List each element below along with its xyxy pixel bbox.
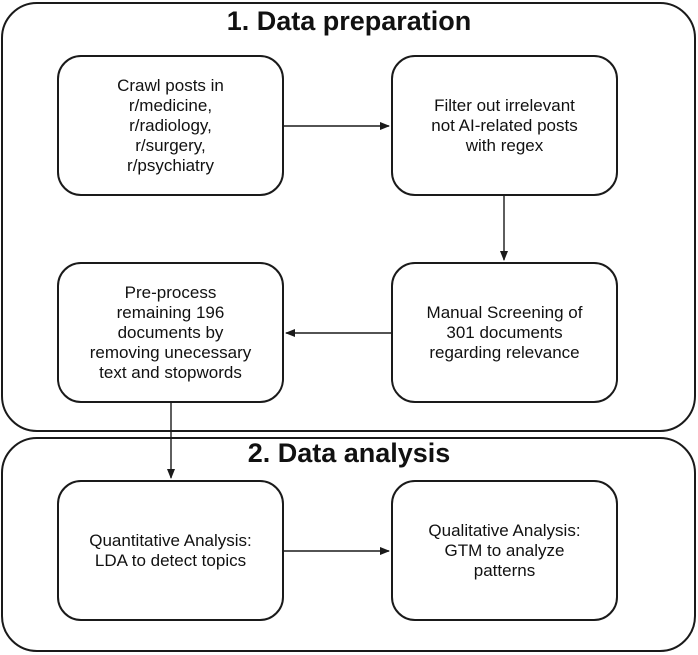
data-analysis-title: 2. Data analysis [247, 438, 451, 468]
filter-posts-step: Filter out irrelevant not AI-related pos… [391, 55, 618, 196]
crawl-posts-step: Crawl posts in r/medicine, r/radiology, … [57, 55, 284, 196]
quantitative-analysis-label: Quantitative Analysis: LDA to detect top… [89, 530, 252, 570]
preprocess-step: Pre-process remaining 196 documents by r… [57, 262, 284, 403]
manual-screening-step: Manual Screening of 301 documents regard… [391, 262, 618, 403]
filter-posts-label: Filter out irrelevant not AI-related pos… [431, 95, 578, 155]
preprocess-label: Pre-process remaining 196 documents by r… [89, 282, 252, 382]
manual-screening-label: Manual Screening of 301 documents regard… [426, 302, 583, 362]
qualitative-analysis-label: Qualitative Analysis: GTM to analyze pat… [428, 520, 581, 580]
quantitative-analysis-step: Quantitative Analysis: LDA to detect top… [57, 480, 284, 621]
qualitative-analysis-step: Qualitative Analysis: GTM to analyze pat… [391, 480, 618, 621]
crawl-posts-label: Crawl posts in r/medicine, r/radiology, … [117, 75, 224, 175]
data-preparation-title: 1. Data preparation [226, 6, 472, 36]
